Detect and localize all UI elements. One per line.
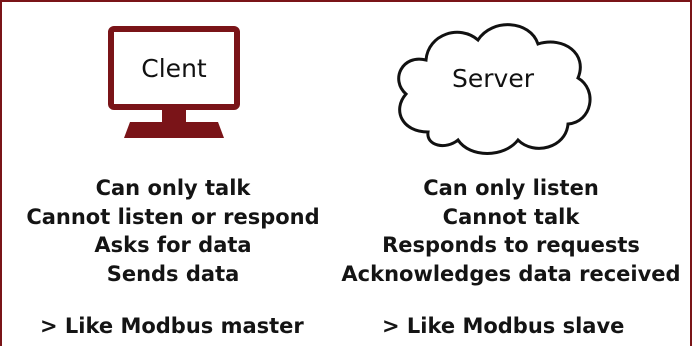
- client-note: > Like Modbus master: [40, 314, 304, 338]
- server-note: > Like Modbus slave: [382, 314, 625, 338]
- cloud-icon: [397, 23, 592, 155]
- client-line: Can only talk: [95, 176, 251, 200]
- server-line: Cannot talk: [442, 204, 580, 229]
- monitor-icon: [108, 26, 240, 138]
- server-capabilities: Can only listen Cannot talk Responds to …: [330, 174, 692, 288]
- server-line: Acknowledges data received: [341, 261, 681, 286]
- client-line: Cannot listen or respond: [26, 204, 320, 229]
- server-line: Responds to requests: [382, 233, 640, 257]
- server-line: Can only listen: [423, 176, 599, 200]
- server-label: Server: [452, 64, 534, 93]
- client-line: Asks for data: [94, 233, 252, 257]
- client-line: Sends data: [106, 261, 240, 286]
- client-capabilities: Can only talk Cannot listen or respond A…: [0, 174, 346, 288]
- client-label: Clent: [141, 54, 207, 83]
